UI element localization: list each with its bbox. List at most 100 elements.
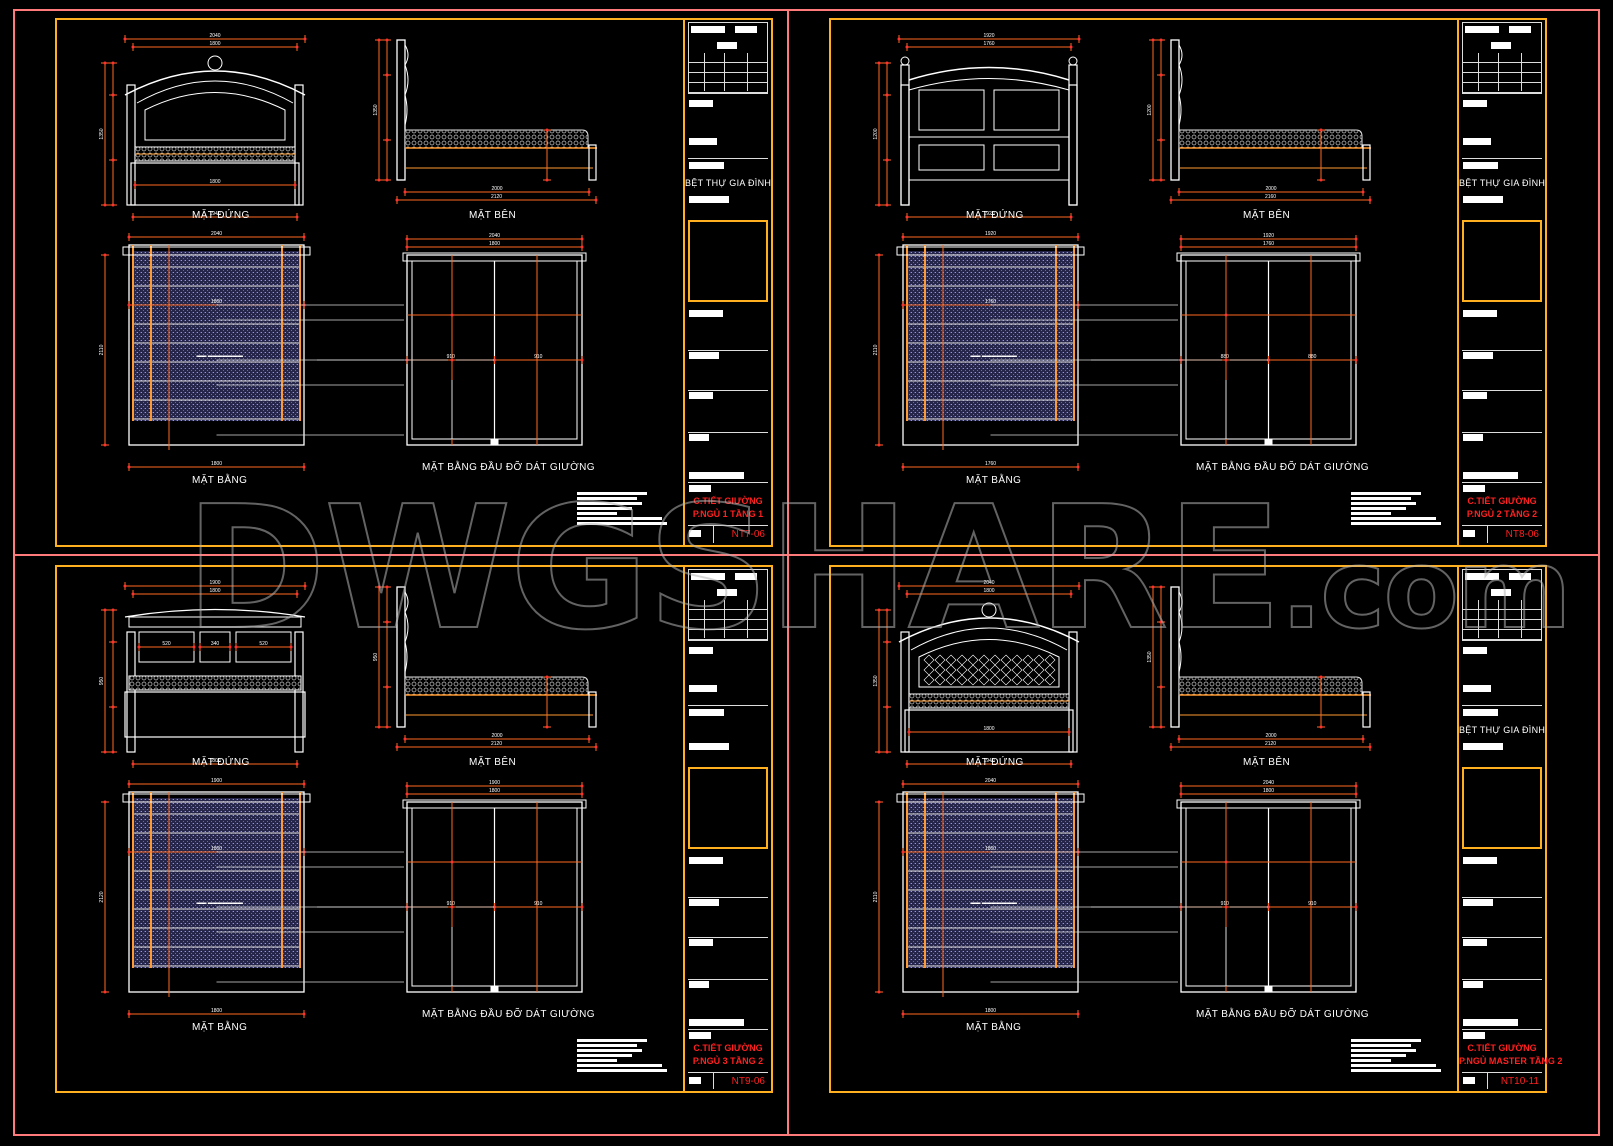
svg-text:1760: 1760	[985, 299, 996, 305]
general-notes	[577, 490, 667, 527]
project-name: BỆT THỰ GIA ĐÌNH	[1459, 178, 1546, 188]
svg-text:1920: 1920	[985, 231, 996, 237]
svg-text:520: 520	[162, 641, 171, 647]
drawing-code: NT8-06	[1505, 529, 1539, 540]
drawing-title-line2: P.NGỦ 3 TẦNG 2	[692, 1056, 764, 1066]
svg-text:1800: 1800	[211, 1008, 222, 1014]
view-label-side: MẶT BÊN	[1243, 757, 1291, 768]
drawing-title-line1: C.TIẾT GIƯỜNG	[1467, 1043, 1537, 1053]
svg-text:910: 910	[447, 901, 456, 907]
svg-text:2040: 2040	[985, 778, 996, 784]
title-block: BỆT THỰ GIA ĐÌNH C.TIẾT GIƯỜNG P.NGỦ 1 T…	[683, 20, 771, 545]
svg-text:1350: 1350	[1147, 651, 1153, 662]
svg-text:2040: 2040	[1263, 780, 1274, 786]
logo-box	[1462, 220, 1542, 302]
svg-text:1920: 1920	[983, 33, 994, 39]
svg-text:1800: 1800	[209, 179, 220, 185]
svg-text:1800: 1800	[985, 846, 996, 852]
view-label-front: MẶT ĐỨNG	[192, 757, 250, 768]
svg-text:1760: 1760	[983, 41, 994, 47]
drawing-code: NT7-06	[731, 529, 765, 540]
svg-text:1800: 1800	[983, 588, 994, 594]
title-block-header-table	[1462, 569, 1542, 641]
svg-text:2120: 2120	[491, 194, 502, 200]
svg-text:2040: 2040	[209, 33, 220, 39]
svg-text:▬▬ ▬▬▬▬▬▬▬: ▬▬ ▬▬▬▬▬▬▬	[197, 353, 243, 359]
svg-text:1800: 1800	[985, 1008, 996, 1014]
sheet-divider-horizontal	[13, 554, 1600, 556]
svg-text:1800: 1800	[209, 758, 220, 764]
view-label-plan: MẶT BẰNG	[192, 1022, 248, 1033]
general-notes	[1351, 1037, 1441, 1074]
svg-text:1800: 1800	[209, 41, 220, 47]
svg-text:1800: 1800	[211, 846, 222, 852]
title-block-header-table	[688, 22, 768, 94]
drawing-code: NT10-11	[1500, 1076, 1539, 1087]
svg-text:880: 880	[1221, 354, 1230, 360]
svg-text:▬▬ ▬▬▬▬▬▬▬: ▬▬ ▬▬▬▬▬▬▬	[971, 900, 1017, 906]
cad-drawing-canvas: 2040180013501800194013502000212020402110…	[873, 580, 1372, 1018]
svg-text:2040: 2040	[211, 231, 222, 237]
svg-text:910: 910	[1221, 901, 1230, 907]
svg-text:1800: 1800	[211, 461, 222, 467]
sheet-divider-vertical	[787, 9, 789, 1136]
svg-text:2160: 2160	[1265, 194, 1276, 200]
svg-text:1760: 1760	[1263, 241, 1274, 247]
svg-text:340: 340	[211, 641, 220, 647]
view-label-front: MẶT ĐỨNG	[966, 757, 1024, 768]
svg-text:1920: 1920	[983, 211, 994, 217]
project-name: BỆT THỰ GIA ĐÌNH	[685, 178, 772, 188]
svg-text:1800: 1800	[489, 241, 500, 247]
logo-box	[688, 220, 768, 302]
svg-text:2000: 2000	[1265, 186, 1276, 192]
title-block: C.TIẾT GIƯỜNG P.NGỦ 3 TẦNG 2 NT9-06	[683, 567, 771, 1091]
title-block-header-table	[688, 569, 768, 641]
drawing-title-line2: P.NGỦ MASTER TẦNG 2	[1459, 1056, 1563, 1066]
svg-text:2110: 2110	[99, 344, 105, 355]
svg-text:1800: 1800	[489, 788, 500, 794]
svg-text:1800: 1800	[983, 726, 994, 732]
svg-text:950: 950	[373, 653, 379, 662]
svg-text:2120: 2120	[1265, 741, 1276, 747]
view-label-plan: MẶT BẰNG	[966, 1022, 1022, 1033]
view-label-plan: MẶT BẰNG	[966, 475, 1022, 486]
svg-text:1350: 1350	[99, 128, 105, 139]
view-label-frame-plan: MẶT BẰNG ĐẦU ĐỠ DÁT GIƯỜNG	[422, 1009, 595, 1020]
svg-text:2110: 2110	[873, 344, 879, 355]
svg-text:1900: 1900	[211, 778, 222, 784]
svg-text:2110: 2110	[873, 891, 879, 902]
svg-text:880: 880	[1308, 354, 1317, 360]
general-notes	[577, 1037, 667, 1074]
svg-text:2040: 2040	[983, 580, 994, 586]
svg-text:1800: 1800	[211, 299, 222, 305]
general-notes	[1351, 490, 1441, 527]
drawing-title-line1: C.TIẾT GIƯỜNG	[693, 496, 763, 506]
svg-text:520: 520	[259, 641, 268, 647]
drawing-title-line1: C.TIẾT GIƯỜNG	[1467, 496, 1537, 506]
title-block: BỆT THỰ GIA ĐÌNH C.TIẾT GIƯỜNG P.NGỦ MAS…	[1457, 567, 1563, 1091]
drawing-title-line1: C.TIẾT GIƯỜNG	[693, 1043, 763, 1053]
view-label-side: MẶT BÊN	[1243, 210, 1291, 221]
svg-text:1940: 1940	[983, 758, 994, 764]
view-label-frame-plan: MẶT BẰNG ĐẦU ĐỠ DÁT GIƯỜNG	[1196, 462, 1369, 473]
view-label-side: MẶT BÊN	[469, 210, 517, 221]
svg-text:1760: 1760	[985, 461, 996, 467]
drawing-code: NT9-06	[731, 1076, 765, 1087]
view-label-front: MẶT ĐỨNG	[966, 210, 1024, 221]
svg-text:▬▬ ▬▬▬▬▬▬▬: ▬▬ ▬▬▬▬▬▬▬	[971, 353, 1017, 359]
title-block-header-table	[1462, 22, 1542, 94]
svg-text:1800: 1800	[209, 588, 220, 594]
cad-drawing-canvas: 2040180013501800194013502000212020402110…	[99, 33, 598, 471]
project-name: BỆT THỰ GIA ĐÌNH	[1459, 725, 1546, 735]
view-label-frame-plan: MẶT BẰNG ĐẦU ĐỠ DÁT GIƯỜNG	[1196, 1009, 1369, 1020]
svg-text:1800: 1800	[1263, 788, 1274, 794]
svg-text:910: 910	[534, 354, 543, 360]
svg-text:2000: 2000	[1265, 733, 1276, 739]
svg-text:2000: 2000	[491, 733, 502, 739]
svg-text:2000: 2000	[491, 186, 502, 192]
